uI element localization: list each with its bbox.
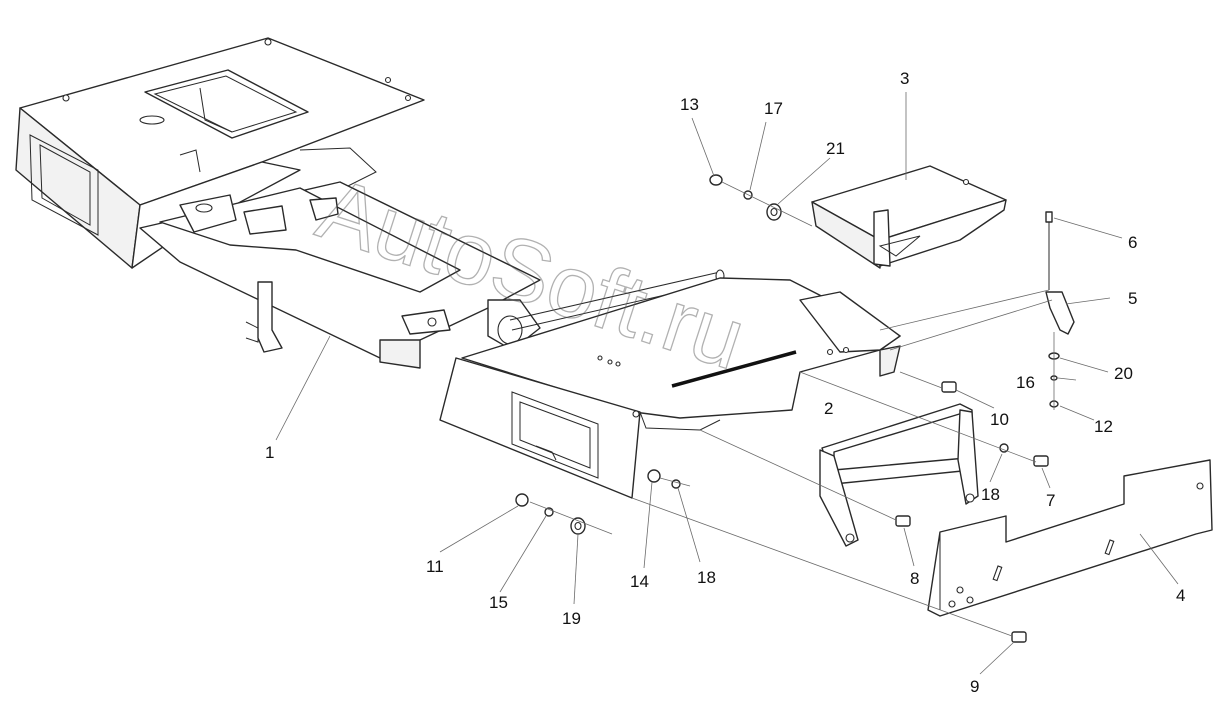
callout-16: 16	[1016, 373, 1035, 392]
callout-15: 15	[489, 593, 508, 612]
callout-12: 12	[1094, 417, 1113, 436]
callout-4: 4	[1176, 586, 1185, 605]
part-3-cover	[811, 165, 1007, 269]
part-6-bolt	[1045, 211, 1053, 290]
callout-2: 2	[824, 399, 833, 418]
callout-19: 19	[562, 609, 581, 628]
callout-numbers: 1 2 3 4 5 6 7 8 9 10 11 12 13 14 15 16 1…	[265, 69, 1185, 696]
callout-3: 3	[900, 69, 909, 88]
callout-18-left: 18	[697, 568, 716, 587]
u-bracket	[819, 403, 979, 547]
part-2-plate	[461, 269, 901, 431]
callout-21: 21	[826, 139, 845, 158]
callout-8: 8	[910, 569, 919, 588]
callout-14: 14	[630, 572, 649, 591]
part-5-bracket	[1045, 291, 1075, 335]
assembly-lines	[529, 181, 1055, 637]
callout-6: 6	[1128, 233, 1137, 252]
callout-leaders	[275, 92, 1179, 675]
callout-7: 7	[1046, 491, 1055, 510]
callout-18-right: 18	[981, 485, 1000, 504]
callout-5: 5	[1128, 289, 1137, 308]
callout-13: 13	[680, 95, 699, 114]
fasteners	[515, 174, 1060, 643]
part-1-frame	[15, 37, 541, 369]
callout-17: 17	[764, 99, 783, 118]
callout-9: 9	[970, 677, 979, 696]
callout-20: 20	[1114, 364, 1133, 383]
part-4-skid-plate	[927, 459, 1213, 617]
callout-1: 1	[265, 443, 274, 462]
callout-10: 10	[990, 410, 1009, 429]
callout-11: 11	[426, 557, 444, 576]
